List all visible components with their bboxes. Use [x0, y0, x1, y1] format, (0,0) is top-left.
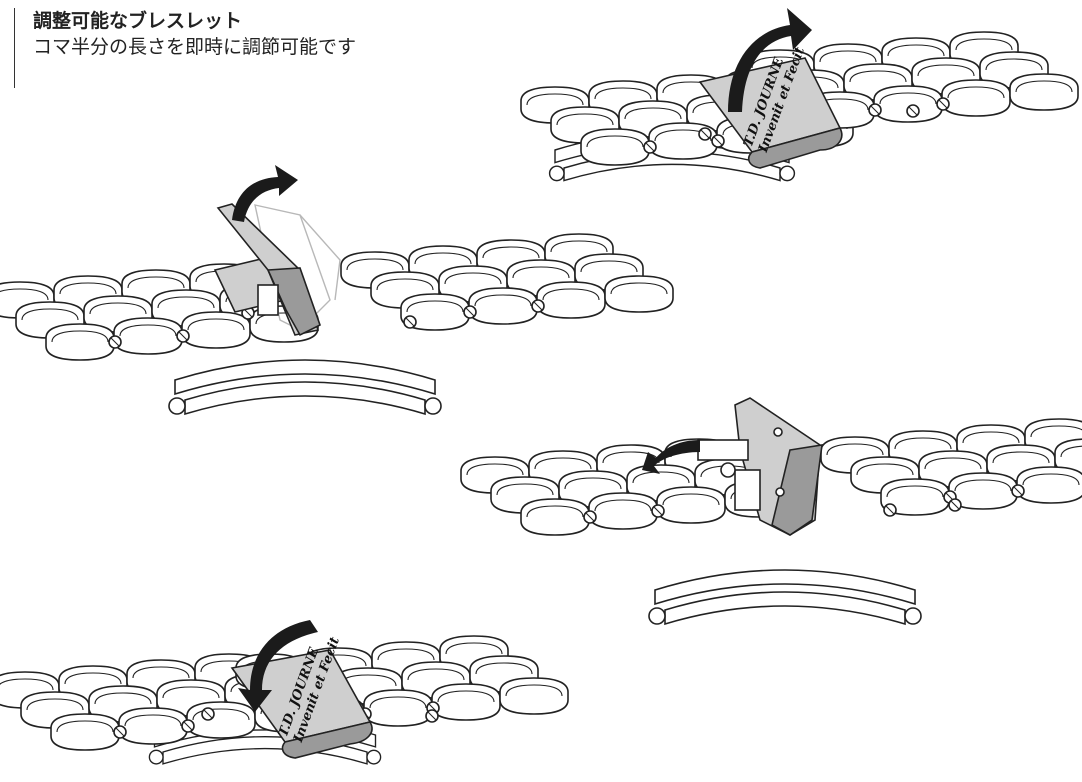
figure-clasp-close-step: T.D. JOURNE Invenit et Fecit	[0, 620, 568, 765]
figure-clasp-lifted-step	[0, 165, 673, 415]
arrow-left-icon	[642, 440, 700, 474]
figure-clasp-open-step: T.D. JOURNE Invenit et Fecit	[521, 8, 1078, 182]
subtitle: コマ半分の長さを即時に調節可能です	[33, 36, 357, 58]
lifted-clasp	[213, 203, 321, 337]
arrow-down-icon	[238, 620, 318, 712]
open-clasp	[697, 397, 823, 536]
title: 調整可能なブレスレット	[33, 10, 243, 32]
figure-clasp-hinge-step	[461, 397, 1082, 625]
arrow-up-icon	[728, 8, 812, 112]
header: 調整可能なブレスレット コマ半分の長さを即時に調節可能です	[14, 8, 356, 88]
arrow-up-icon	[232, 165, 298, 222]
